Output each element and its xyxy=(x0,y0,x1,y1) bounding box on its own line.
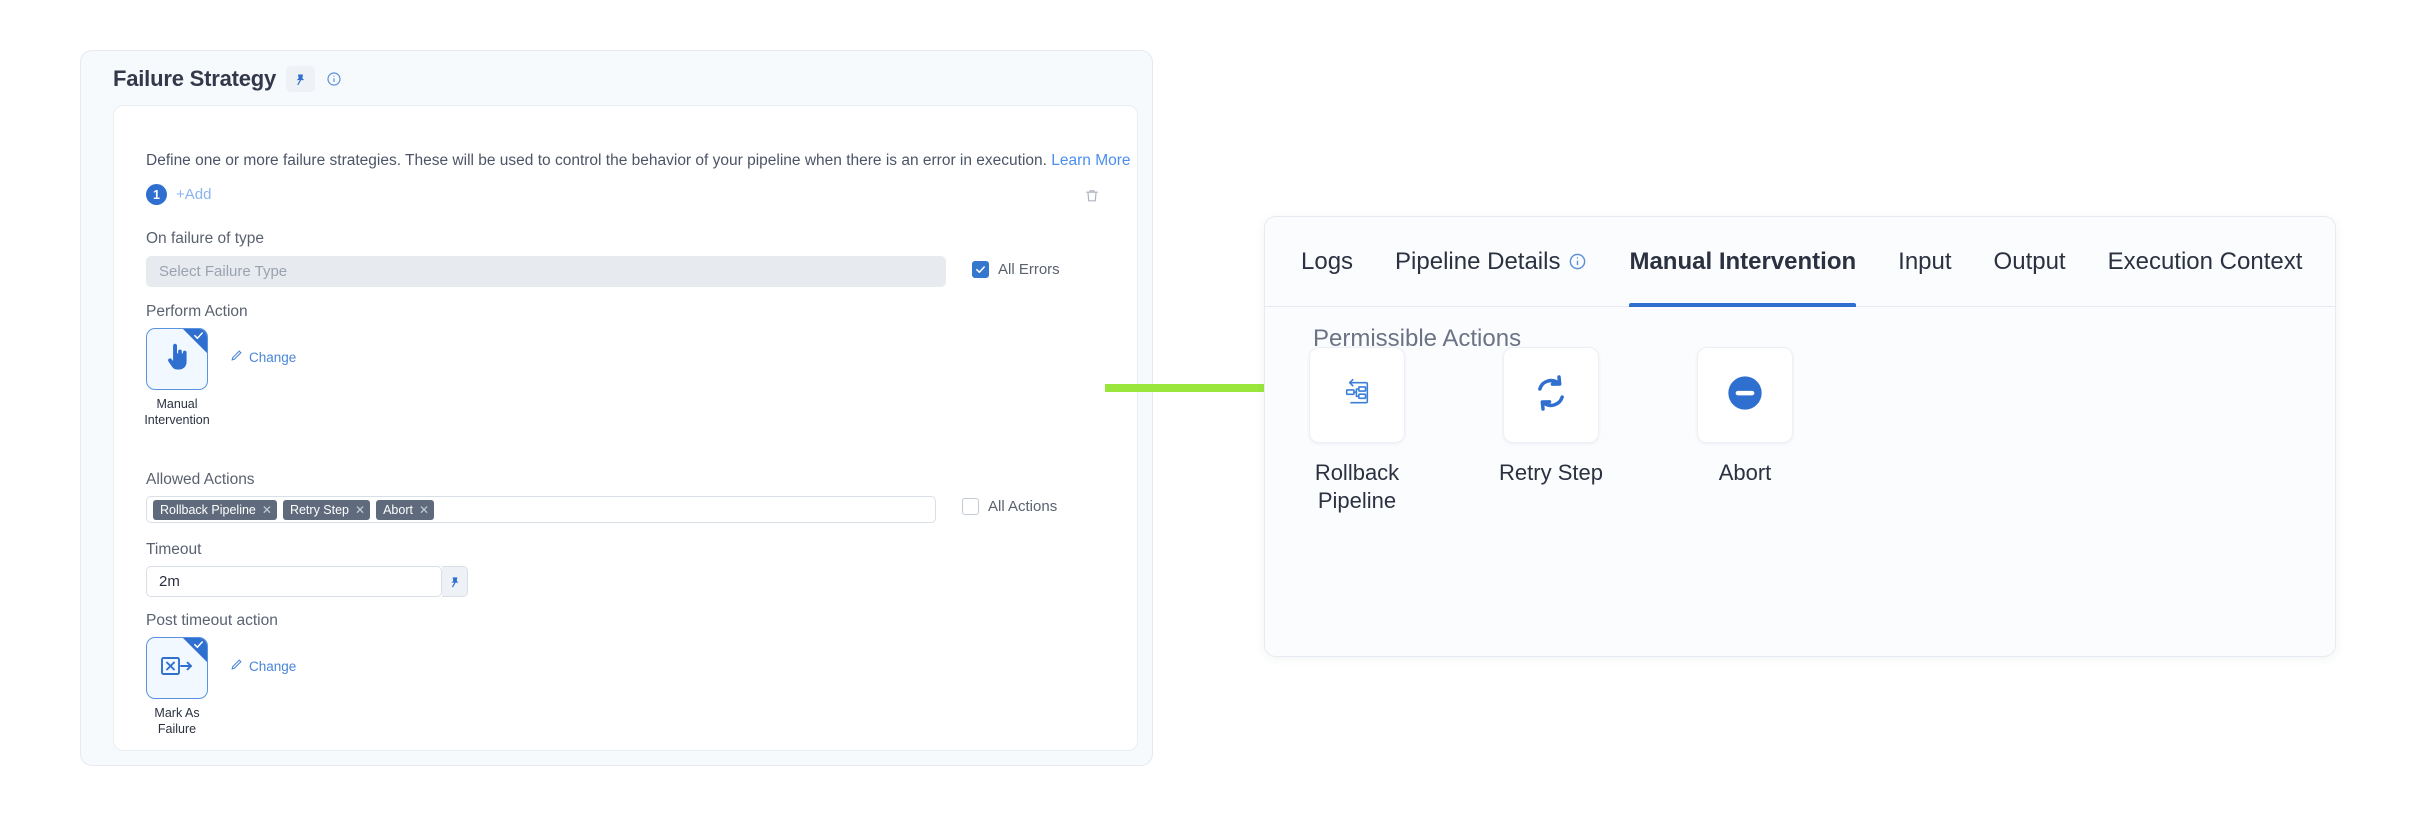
selected-corner xyxy=(183,329,207,353)
perform-action-change-button[interactable]: Change xyxy=(230,349,296,365)
all-actions-label: All Actions xyxy=(988,498,1058,515)
perform-action-label: Perform Action xyxy=(146,303,248,320)
tab-label: Input xyxy=(1898,247,1952,275)
tab-label: Pipeline Details xyxy=(1395,247,1561,275)
pencil-icon xyxy=(230,658,243,674)
failure-strategy-panel: Failure Strategy Define one or more fail… xyxy=(80,50,1153,766)
mark-as-failure-icon xyxy=(160,654,194,683)
strategy-index-badge[interactable]: 1 xyxy=(146,184,167,205)
all-errors-checkbox-row[interactable]: All Errors xyxy=(972,261,1060,278)
learn-more-link[interactable]: Learn More xyxy=(1051,152,1131,169)
description-sentence: Define one or more failure strategies. T… xyxy=(146,152,1047,169)
pencil-icon xyxy=(230,349,243,365)
page-title: Failure Strategy xyxy=(113,66,277,91)
post-timeout-change-button[interactable]: Change xyxy=(230,658,296,674)
tab-logs[interactable]: Logs xyxy=(1301,217,1353,307)
add-strategy-button[interactable]: +Add xyxy=(176,186,212,203)
card-label: Abort xyxy=(1718,460,1772,485)
chip-label: Abort xyxy=(383,502,413,517)
info-icon[interactable] xyxy=(1568,252,1587,271)
caption-line-2: Intervention xyxy=(144,412,210,427)
pin-icon[interactable] xyxy=(286,66,316,92)
tab-label: Execution Context xyxy=(2107,247,2303,275)
strategy-add-row: 1 +Add xyxy=(146,184,211,205)
description-text: Define one or more failure strategies. T… xyxy=(146,152,1131,170)
card-label: Retry Step xyxy=(1499,460,1603,485)
change-label: Change xyxy=(249,349,297,365)
failure-strategy-header: Failure Strategy xyxy=(113,66,343,92)
caption-line-1: Manual xyxy=(156,397,198,411)
all-actions-checkbox-row[interactable]: All Actions xyxy=(962,498,1057,515)
change-label: Change xyxy=(249,658,297,674)
tab-output[interactable]: Output xyxy=(1994,217,2066,307)
allowed-actions-label: Allowed Actions xyxy=(146,471,255,488)
caption-line-1: Mark As xyxy=(154,706,200,720)
active-tab-underline xyxy=(1629,302,1857,307)
perform-action-tile[interactable] xyxy=(146,328,208,390)
close-icon[interactable]: ✕ xyxy=(261,502,272,517)
caption-line-2: Failure xyxy=(157,721,197,736)
check-icon xyxy=(193,639,204,653)
chip-retry-step[interactable]: Retry Step ✕ xyxy=(282,499,371,520)
timeout-pin-icon[interactable] xyxy=(442,566,468,597)
retry-icon xyxy=(1531,373,1571,418)
chip-label: Retry Step xyxy=(289,502,350,517)
card-icon-box[interactable] xyxy=(1309,347,1405,443)
post-timeout-action-tile[interactable] xyxy=(146,637,208,699)
post-timeout-action-label: Post timeout action xyxy=(146,612,278,629)
failure-type-placeholder: Select Failure Type xyxy=(159,263,288,280)
abort-icon xyxy=(1725,373,1765,418)
trash-icon[interactable] xyxy=(1081,184,1103,206)
all-actions-checkbox[interactable] xyxy=(962,498,979,515)
check-icon xyxy=(193,330,204,344)
card-icon-box[interactable] xyxy=(1503,347,1599,443)
action-card-rollback-pipeline[interactable]: Rollback Pipeline xyxy=(1293,347,1421,514)
rollback-pipeline-icon xyxy=(1340,376,1374,415)
failure-type-select[interactable]: Select Failure Type xyxy=(146,256,946,287)
failure-strategy-body: Define one or more failure strategies. T… xyxy=(113,105,1138,751)
card-label: Rollback Pipeline xyxy=(1314,460,1400,513)
close-icon[interactable]: ✕ xyxy=(355,502,366,517)
manual-intervention-panel: Logs Pipeline Details Manual Interventio… xyxy=(1264,216,2336,657)
card-icon-box[interactable] xyxy=(1697,347,1793,443)
tab-label: Output xyxy=(1993,247,2066,275)
all-errors-checkbox[interactable] xyxy=(972,261,989,278)
pointing-hand-icon xyxy=(162,341,192,378)
action-card-abort[interactable]: Abort xyxy=(1681,347,1809,514)
tab-execution-context[interactable]: Execution Context xyxy=(2108,217,2303,307)
chip-rollback-pipeline[interactable]: Rollback Pipeline ✕ xyxy=(153,499,277,520)
all-errors-label: All Errors xyxy=(998,261,1060,278)
tab-label: Manual Intervention xyxy=(1629,247,1857,275)
post-timeout-caption: Mark As Failure xyxy=(132,706,222,737)
selected-corner xyxy=(183,638,207,662)
timeout-input[interactable]: 2m xyxy=(146,566,442,597)
tab-pipeline-details[interactable]: Pipeline Details xyxy=(1395,217,1587,307)
tab-manual-intervention[interactable]: Manual Intervention xyxy=(1629,217,1857,307)
tab-bar: Logs Pipeline Details Manual Interventio… xyxy=(1265,217,2335,307)
perform-action-caption: Manual Intervention xyxy=(132,397,222,428)
close-icon[interactable]: ✕ xyxy=(418,502,430,517)
allowed-actions-field[interactable]: Rollback Pipeline ✕ Retry Step ✕ Abort ✕ xyxy=(146,496,936,523)
info-icon[interactable] xyxy=(325,70,343,88)
timeout-value: 2m xyxy=(159,573,180,590)
chip-abort[interactable]: Abort ✕ xyxy=(376,499,435,520)
permissible-actions-list: Rollback Pipeline Retry Step xyxy=(1293,347,1809,514)
tab-input[interactable]: Input xyxy=(1898,217,1951,307)
action-card-retry-step[interactable]: Retry Step xyxy=(1487,347,1615,514)
timeout-label: Timeout xyxy=(146,541,202,558)
on-failure-of-type-label: On failure of type xyxy=(146,230,265,247)
chip-label: Rollback Pipeline xyxy=(160,502,256,517)
tab-label: Logs xyxy=(1301,247,1354,275)
